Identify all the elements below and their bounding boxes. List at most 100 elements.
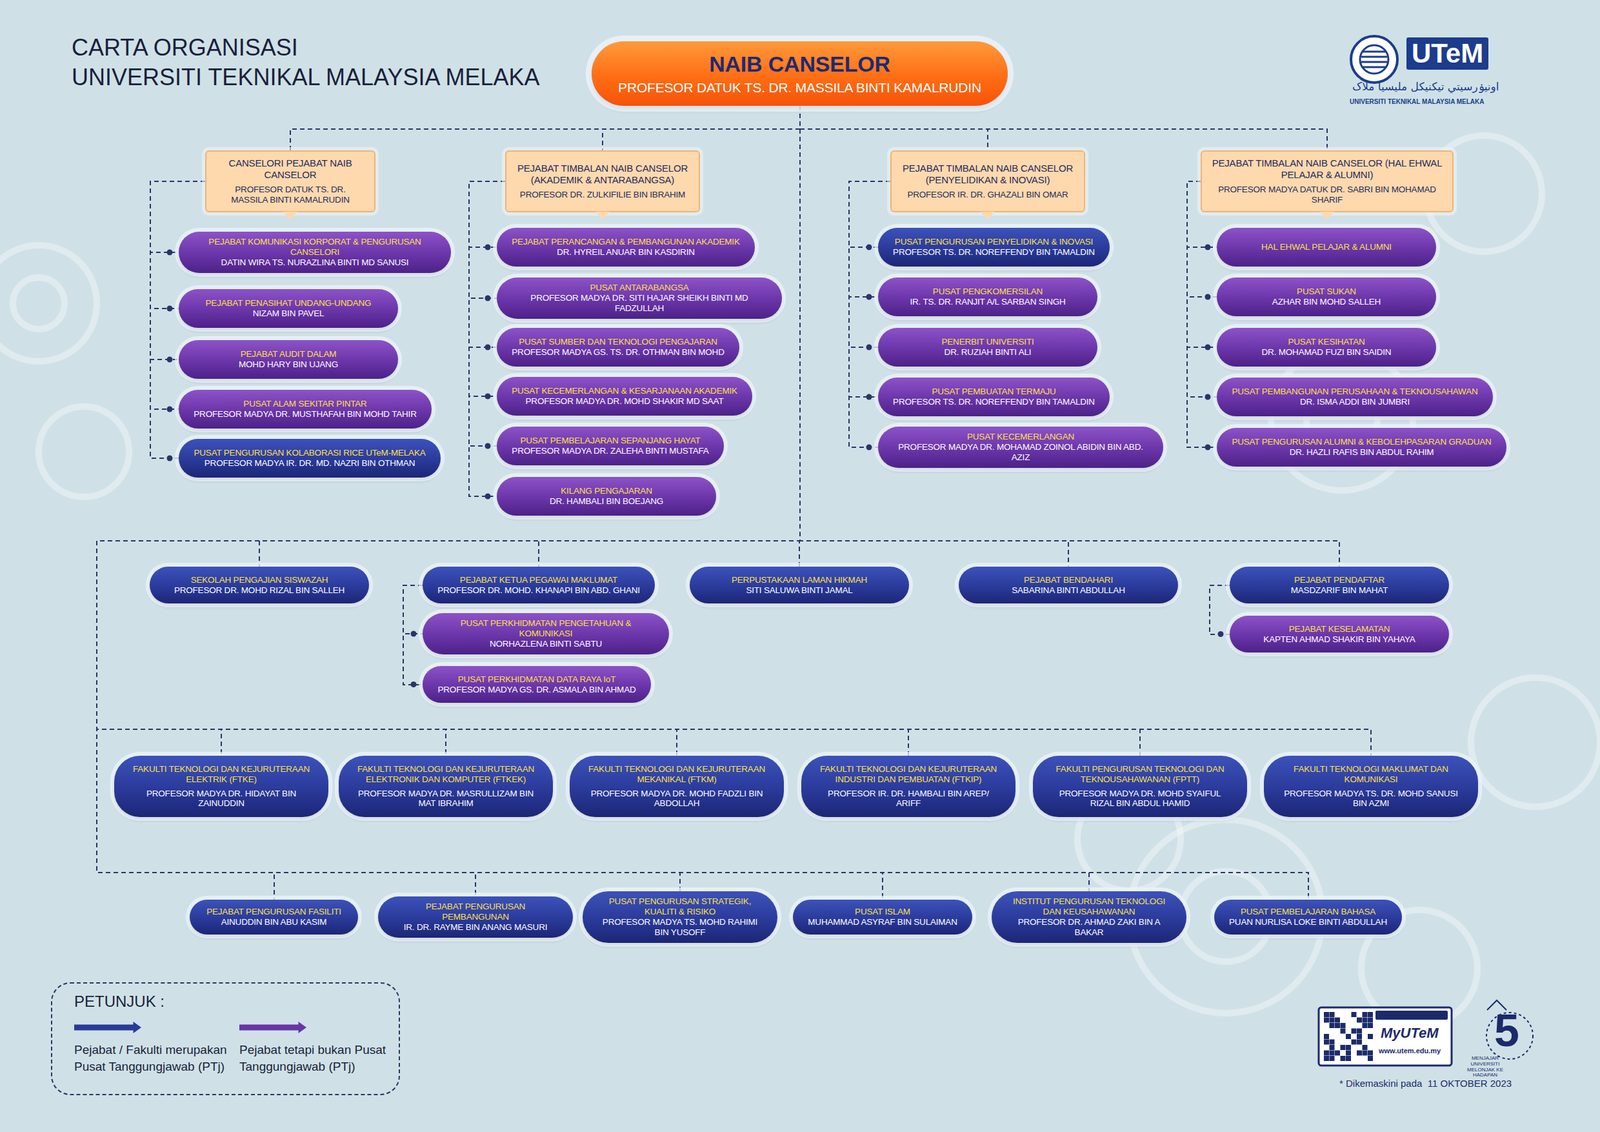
unit-name: FAKULTI TEKNOLOGI DAN KEJURUTERAAN ELEKT… [352, 763, 539, 785]
office-box: PEJABAT BENDAHARISABARINA BINTI ABDULLAH [958, 566, 1179, 604]
unit-name: PERPUSTAKAAN LAMAN HIKMAH [731, 574, 868, 586]
officer-name: PROFESOR MADYA DR. MOHD FADZLI BIN ABDOL… [583, 788, 770, 810]
unit-name: PUSAT PENGURUSAN STRATEGIK, KUALITI & RI… [596, 896, 764, 917]
connector-dot [167, 406, 173, 413]
dashed-connector [290, 105, 800, 151]
officer-name: PROFESOR MADYA TS. DR. MOHD SANUSI BIN A… [1278, 788, 1464, 810]
unit-name: PEJABAT PENGURUSAN PEMBANGUNAN [392, 901, 559, 922]
officer-name: PROFESOR MADYA DR. MUSTHAFAH BIN MOHD TA… [193, 409, 417, 420]
unit-name: PUSAT PENGURUSAN ALUMNI & KEBOLEHPASARAN… [1231, 436, 1491, 448]
unit-name: PUSAT KESIHATAN [1287, 336, 1365, 348]
unit-name: PUSAT PEMBUATAN TERMAJU [931, 386, 1056, 397]
officer-name: DR. ISMA ADDI BIN JUMBRI [1300, 396, 1410, 408]
unit-name: PUSAT PEMBELAJARAN SEPANJANG HAYAT [520, 435, 700, 446]
dashed-connector [403, 585, 423, 637]
officer-name: PROFESOR MADYA GS. DR. ASMALA BIN AHMAD [437, 684, 636, 695]
officer-name: PROFESOR DR. MOHD. KHANAPI BIN ABD. GHAN… [437, 585, 640, 596]
office-box: PEJABAT KOMUNIKASI KORPORAT & PENGURUSAN… [178, 231, 451, 273]
connector-line [1187, 181, 1217, 397]
connector-line [403, 585, 423, 685]
connector-dot [1205, 294, 1211, 300]
dashed-connector [1187, 181, 1217, 400]
officer-name: PROFESOR MADYA DR. HIDAYAT BIN ZAINUDDIN [128, 788, 315, 810]
anniversary-number: 5 [1494, 1007, 1520, 1053]
connector-dot [866, 344, 873, 351]
legend-swatch [74, 1021, 142, 1033]
connector-line [602, 105, 800, 151]
connector-line [96, 105, 800, 897]
dashed-connector [96, 105, 1090, 891]
connector-line [96, 105, 800, 756]
office-box: PUSAT PEMBELAJARAN SEPANJANG HAYATPROFES… [496, 426, 724, 466]
deputy-header-box: PEJABAT TIMBALAN NAIB CANSELOR (PENYELID… [890, 150, 1086, 213]
update-date: * Dikemaskini pada 11 OKTOBER 2023 [1339, 1077, 1512, 1089]
root-box: NAIB CANSELORPROFESOR DATUK TS. DR. MASS… [591, 41, 1008, 106]
dashed-connector [96, 105, 1371, 756]
connector-dot [485, 493, 491, 500]
connector-dot [485, 295, 491, 302]
connector-dot [1205, 444, 1211, 451]
unit-name: PUSAT ANTARABANGSA [589, 282, 689, 293]
officer-name: KAPTEN AHMAD SHAKIR BIN YAHAYA [1263, 634, 1415, 645]
unit-name: PUSAT KECEMERLANGAN [967, 431, 1075, 442]
officer-name: MASDZARIF BIN MAHAT [1290, 585, 1388, 596]
officer-name: PROFESOR MADYA GS. TS. DR. OTHMAN BIN MO… [511, 347, 724, 358]
officer-name: NIZAM BIN PAVEL [252, 308, 325, 319]
dashed-connector [800, 105, 1328, 151]
office-box: PEJABAT PERANCANGAN & PEMBANGUNAN AKADEM… [496, 227, 755, 267]
officer-name: DATIN WIRA TS. NURAZLINA BINTI MD SANUSI [221, 257, 410, 268]
connector-dot [167, 356, 173, 363]
connector-dot [167, 249, 173, 256]
connector-line [96, 105, 800, 756]
officer-name: AINUDDIN BIN ABU KASIM [221, 916, 328, 928]
officer-name: PROFESOR MADYA TS. MOHD RAHIMI BIN YUSOF… [596, 916, 764, 938]
unit-name: PUSAT PEMBELAJARAN BAHASA [1240, 906, 1376, 917]
unit-name: PEJABAT BENDAHARI [1023, 574, 1113, 586]
unit-name: PUSAT SUKAN [1296, 286, 1357, 297]
unit-name: FAKULTI TEKNOLOGI MAKLUMAT DAN KOMUNIKAS… [1278, 763, 1464, 785]
officer-name: PROFESOR DATUK TS. DR. MASSILA BINTI KAM… [215, 184, 366, 206]
officer-name: PROFESOR MADYA DR. MASRULLIZAM BIN MAT I… [352, 788, 539, 810]
dashed-connector [96, 105, 800, 897]
unit-name: PEJABAT KETUA PEGAWAI MAKLUMAT [460, 574, 618, 586]
unit-name: PEJABAT AUDIT DALAM [240, 349, 337, 360]
unit-name: PEJABAT PENDAFTAR [1294, 574, 1385, 586]
connector-dot [866, 294, 873, 300]
connector-line [849, 181, 891, 348]
legend-text: Pejabat / Fakulti merupakan Pusat Tanggu… [74, 1041, 230, 1075]
officer-name: DR. HYREIL ANUAR BIN KASDIRIN [556, 247, 695, 258]
dashed-connector [469, 181, 506, 450]
office-box: PUSAT KECEMERLANGAN & KESARJANAAN AKADEM… [496, 376, 753, 416]
logo-caption: UNIVERSITI TEKNIKAL MALAYSIA MELAKA [1349, 98, 1485, 106]
connector-dot [167, 455, 173, 462]
faculty-box: FAKULTI TEKNOLOGI DAN KEJURUTERAAN INDUS… [801, 755, 1016, 817]
officer-name: PROFESOR DR. ZULKIFILIE BIN IBRAHIM [520, 189, 686, 200]
connector-line [96, 105, 909, 756]
officer-name: PROFESOR TS. DR. NOREFFENDY BIN TAMALDIN [892, 396, 1095, 408]
dashed-connector [96, 105, 909, 756]
office-box: PEJABAT PENGURUSAN PEMBANGUNANIR. DR. RA… [378, 896, 573, 938]
officer-name: DR. HAZLI RAFIS BIN ABDUL RAHIM [1289, 447, 1435, 458]
connector-dot [485, 393, 491, 400]
officer-name: IR. TS. DR. RANJIT A/L SARBAN SINGH [909, 296, 1066, 308]
unit-name: KILANG PENGAJARAN [560, 485, 652, 497]
office-box: PUSAT SUMBER DAN TEKNOLOGI PENGAJARANPRO… [496, 327, 740, 367]
unit-name: PUSAT ISLAM [854, 906, 911, 917]
office-box: PEJABAT AUDIT DALAMMOHD HARY BIN UJANG [178, 340, 399, 379]
qr-url: www.utem.edu.my [1378, 1046, 1441, 1055]
unit-name: HAL EHWAL PELAJAR & ALUMNI [1261, 241, 1392, 253]
office-box: PUSAT ANTARABANGSAPROFESOR MADYA DR. SIT… [496, 277, 782, 319]
officer-name: MUHAMMAD ASYRAF BIN SULAIMAN [807, 916, 957, 928]
officer-name: PROFESOR DATUK TS. DR. MASSILA BINTI KAM… [618, 79, 982, 96]
qr-brand: MyUTeM [1380, 1024, 1439, 1042]
office-box: PERPUSTAKAAN LAMAN HIKMAHSITI SALUWA BIN… [689, 566, 910, 604]
connector-dot [866, 444, 873, 451]
office-box: PUSAT KESIHATANDR. MOHAMAD FUZI BIN SAID… [1216, 327, 1437, 367]
office-box: SEKOLAH PENGAJIAN SISWAZAHPROFESOR DR. M… [149, 566, 370, 604]
anniversary-tagline: MENJAJAR UNIVERSITI MELONJAK KE HADAPAN [1459, 1055, 1511, 1079]
unit-name: CANSELORI PEJABAT NAIB CANSELOR [215, 157, 366, 180]
unit-name: PEJABAT TIMBALAN NAIB CANSELOR (HAL EHWA… [1210, 157, 1444, 180]
office-box: PUSAT SUKANAZHAR BIN MOHD SALLEH [1216, 277, 1437, 317]
unit-name: PEJABAT KESELAMATAN [1289, 623, 1391, 635]
connector-dot [410, 630, 417, 637]
